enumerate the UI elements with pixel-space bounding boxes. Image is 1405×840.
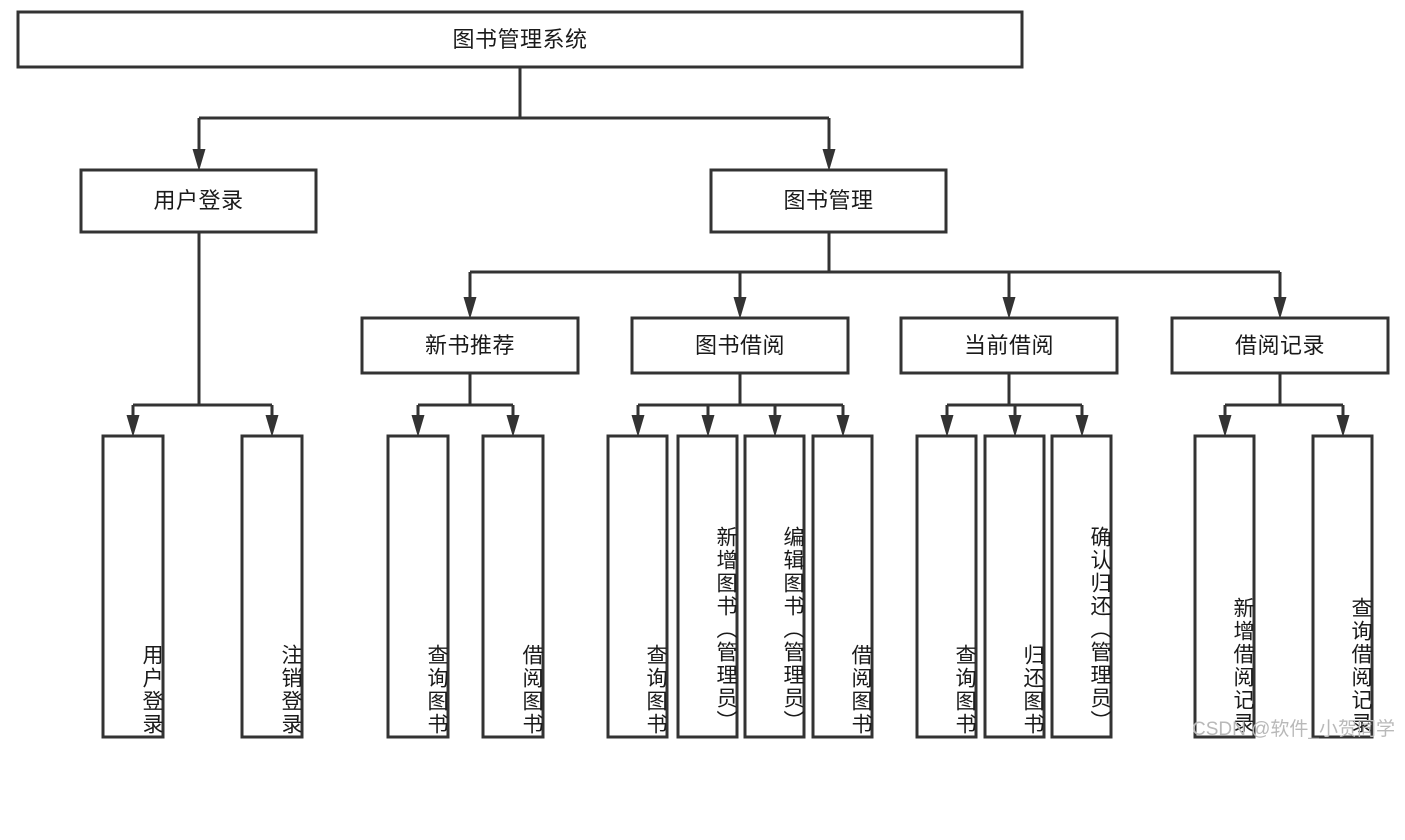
boxes-layer [16, 10, 1390, 739]
arrowhead-icon [1336, 415, 1350, 437]
arrowhead-icon [733, 297, 747, 319]
node-box-book-borrow[interactable] [630, 316, 850, 375]
connector-group-userlogin-to-leaves [126, 232, 279, 437]
node-box-leaf-borrow-book-1[interactable] [481, 434, 545, 739]
node-box-leaf-logout[interactable] [240, 434, 304, 739]
diagram-canvas-root: 图书管理系统用户登录图书管理新书推荐图书借阅当前借阅借阅记录用户登录注销登录查询… [16, 10, 1395, 740]
node-box-leaf-query-book-1[interactable] [386, 434, 450, 739]
arrowhead-icon [822, 149, 836, 171]
connector-group-recommend-to-leaves [411, 373, 520, 437]
node-box-new-book-recommend[interactable] [360, 316, 580, 375]
connector-group-records-to-leaves [1218, 373, 1350, 437]
arrowhead-icon [836, 415, 850, 437]
connector-group-bookmgmt-to-level3 [463, 232, 1287, 319]
node-box-leaf-query-book-2[interactable] [606, 434, 669, 739]
node-box-current-borrow[interactable] [899, 316, 1119, 375]
node-box-borrow-records[interactable] [1170, 316, 1390, 375]
node-box-root[interactable] [16, 10, 1024, 69]
arrowhead-icon [126, 415, 140, 437]
arrowhead-icon [411, 415, 425, 437]
node-box-leaf-edit-book[interactable] [743, 434, 806, 739]
connector-group-borrow-to-leaves [631, 373, 850, 437]
arrowhead-icon [768, 415, 782, 437]
connectors-layer [126, 67, 1350, 437]
arrowhead-icon [265, 415, 279, 437]
node-box-leaf-query-book-3[interactable] [915, 434, 978, 739]
arrowhead-icon [506, 415, 520, 437]
arrowhead-icon [1075, 415, 1089, 437]
node-box-leaf-add-book[interactable] [676, 434, 739, 739]
connector-group-root-to-level2 [192, 67, 836, 171]
arrowhead-icon [1273, 297, 1287, 319]
arrowhead-icon [192, 149, 206, 171]
arrowhead-icon [631, 415, 645, 437]
node-box-user-login[interactable] [79, 168, 318, 234]
node-box-leaf-return-book[interactable] [983, 434, 1046, 739]
node-box-leaf-add-record[interactable] [1193, 434, 1256, 739]
arrowhead-icon [701, 415, 715, 437]
connector-group-current-to-leaves [940, 373, 1089, 437]
diagram-svg [16, 10, 1390, 739]
arrowhead-icon [1218, 415, 1232, 437]
node-box-leaf-confirm-return[interactable] [1050, 434, 1113, 739]
node-box-leaf-borrow-book-2[interactable] [811, 434, 874, 739]
node-box-leaf-user-login[interactable] [101, 434, 165, 739]
arrowhead-icon [1002, 297, 1016, 319]
arrowhead-icon [463, 297, 477, 319]
node-box-book-management[interactable] [709, 168, 948, 234]
arrowhead-icon [1008, 415, 1022, 437]
arrowhead-icon [940, 415, 954, 437]
node-box-leaf-query-record[interactable] [1311, 434, 1374, 739]
